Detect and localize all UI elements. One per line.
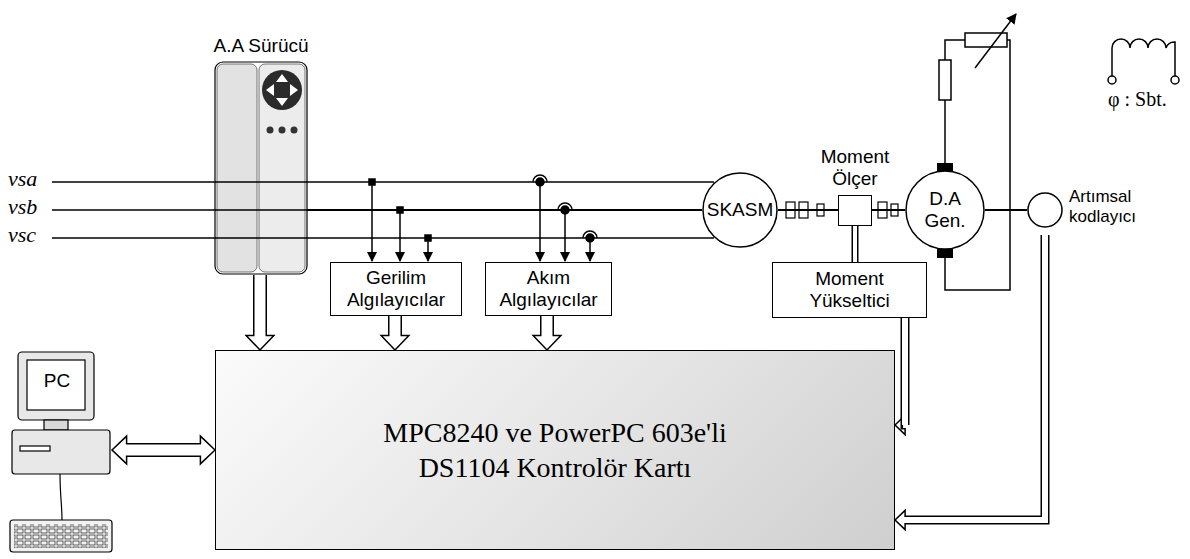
terminal	[1171, 76, 1179, 84]
connector	[533, 316, 561, 350]
keyboard	[10, 520, 112, 552]
shaft-line	[307, 209, 702, 211]
computer: PC	[10, 350, 112, 555]
arrow-head	[246, 335, 274, 350]
bus-fill	[125, 445, 203, 456]
drive-bay	[20, 446, 50, 451]
arrow-head	[533, 335, 561, 350]
node-text: D.A Gen.	[919, 188, 971, 232]
node-text: A.A Sürücü	[213, 35, 308, 57]
drive-box: A.A Sürücü	[215, 35, 307, 275]
controller-box: MPC8240 ve PowerPC 603e'li DS1104 Kontro…	[215, 350, 895, 550]
connector	[307, 210, 702, 211]
connector	[112, 436, 215, 464]
bus-fill	[853, 226, 857, 262]
tap-line	[589, 242, 591, 261]
rheostat-arrow	[975, 14, 1016, 68]
monitor-stand	[44, 420, 68, 430]
arrow-head	[381, 335, 409, 350]
bus-fill	[542, 316, 553, 337]
connector	[246, 275, 274, 350]
shaft-line	[778, 209, 838, 211]
signal-name: vsa	[8, 166, 37, 192]
monitor	[18, 352, 94, 420]
encoder-outline	[1028, 193, 1062, 227]
flux-note: φ : Sbt.	[1108, 88, 1167, 111]
bus-fill	[903, 318, 905, 425]
circle-outline	[703, 173, 777, 247]
brush	[937, 249, 953, 258]
node-text: PC	[34, 370, 80, 392]
keypad-arrows	[266, 74, 298, 106]
node-text: Gerilim Algılayıcılar	[337, 267, 455, 311]
wire	[945, 40, 1010, 290]
tap-line	[539, 186, 541, 261]
connector	[778, 210, 838, 211]
bus-fill	[390, 316, 401, 337]
voltage-taps	[369, 179, 431, 261]
drive-led	[267, 127, 274, 134]
phase-wire	[52, 237, 714, 239]
drive-led	[291, 127, 298, 134]
pc-figure	[10, 352, 112, 552]
drive-keypad	[262, 70, 302, 110]
drive-left-panel	[217, 64, 257, 272]
computer-case	[12, 430, 110, 474]
terminal	[1108, 76, 1116, 84]
current-taps	[533, 175, 597, 261]
wire	[944, 100, 946, 163]
encoder-outline	[1027, 192, 1065, 230]
tap-line	[371, 185, 373, 261]
shaft-line	[985, 209, 1027, 211]
node-text: SKASM	[707, 199, 774, 221]
sensor-box: Akım Algılayıcılar	[485, 262, 612, 316]
node-text: Artımsal kodlayıcı	[1069, 187, 1185, 226]
ac-drive-figure	[215, 62, 307, 274]
signal-name: vsb	[8, 194, 37, 220]
sensor-box: Gerilim Algılayıcılar	[330, 262, 462, 316]
shaft-line	[872, 209, 905, 211]
arrow-head	[200, 436, 215, 464]
node-text: Moment Yükseltici	[779, 268, 920, 312]
phase-wires	[52, 182, 714, 238]
drive-housing	[215, 62, 307, 274]
node-text: MPC8240 ve PowerPC 603e'li DS1104 Kontro…	[340, 415, 770, 485]
keyboard-keys	[14, 524, 108, 548]
tap-dot	[369, 179, 375, 185]
tap-line	[399, 213, 401, 261]
signal-name: vsc	[8, 222, 36, 248]
circle-outline	[906, 171, 984, 249]
drive-right-panel	[259, 64, 305, 272]
tap-line	[427, 241, 429, 261]
torque-meter: Moment Ölçer	[838, 195, 872, 226]
connector	[381, 316, 409, 350]
bus-outline	[901, 318, 910, 425]
connector	[895, 318, 905, 435]
inductor-symbol	[1112, 39, 1175, 76]
screen	[27, 360, 85, 410]
keyboard-cable	[60, 474, 62, 520]
phase-wire	[52, 181, 714, 183]
node-text: Akım Algılayıcılar	[492, 267, 605, 311]
tap-dot	[425, 235, 431, 241]
sensor-core	[586, 234, 594, 242]
motor-circle: SKASM	[702, 172, 778, 248]
amplifier-box: Moment Yükseltici	[772, 262, 927, 318]
node-text: Moment Ölçer	[813, 146, 897, 190]
connector	[985, 210, 1027, 211]
bus-outline	[852, 226, 859, 262]
connector	[872, 210, 905, 211]
wire	[945, 40, 965, 60]
bus-fill	[255, 275, 266, 337]
tap-line	[564, 214, 566, 261]
generator-circle: D.A Gen.	[905, 170, 985, 250]
drive-led	[279, 127, 286, 134]
resistor-symbol	[939, 60, 951, 100]
connector	[855, 226, 856, 262]
arrow-head	[112, 436, 127, 464]
field-winding	[1108, 39, 1179, 84]
sensor-core	[536, 178, 544, 186]
encoder: Artımsal kodlayıcı	[1027, 185, 1187, 235]
phase-wire	[52, 209, 307, 211]
